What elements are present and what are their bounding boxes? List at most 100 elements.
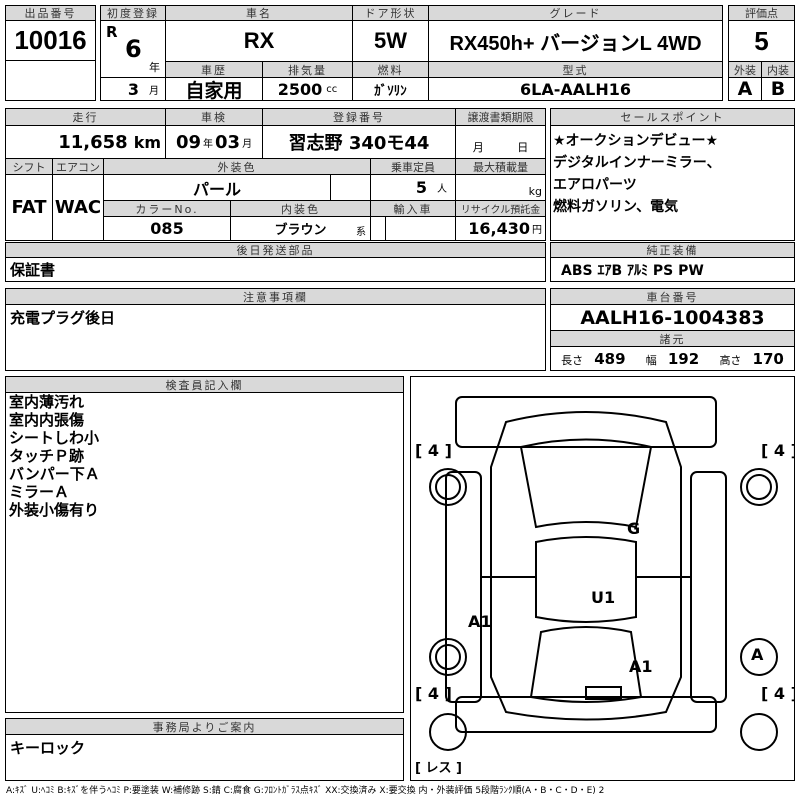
color-no-label: カラーNo. — [103, 200, 231, 217]
legend: A:ｷｽﾞ U:ﾍｺﾐ B:ｷｽﾞを伴うﾍｺﾐ P:要塗装 W:補修跡 S:錆 … — [6, 786, 605, 796]
history-label: 車歴 — [165, 61, 263, 78]
notes-label: 注意事項欄 — [5, 288, 546, 305]
mileage-value: 11,658 — [58, 131, 128, 153]
int-color: ブラウン 系 — [230, 216, 371, 241]
tire-fr: [ 4 ] — [761, 441, 794, 460]
tire-fl: [ 4 ] — [415, 441, 452, 460]
ext-label: 外装 — [728, 61, 762, 78]
width: 192 — [667, 350, 700, 368]
sales-points: ★オークションデビュー★ デジタルインナーミラー、 エアロパーツ 燃料ガソリン、… — [553, 133, 721, 215]
doors-label: ドア形状 — [352, 5, 429, 21]
car-name-label: 車名 — [165, 5, 353, 21]
model: 6LA-AALH16 — [428, 77, 723, 101]
specs-label: 諸元 — [550, 330, 795, 347]
mark-right-rear: A — [751, 645, 764, 664]
import-cell-2 — [385, 216, 456, 241]
capacity-value: 5 — [415, 178, 427, 197]
car-name: RX — [165, 20, 353, 62]
lot-blank — [5, 60, 96, 101]
mileage-label: 走行 — [5, 108, 166, 126]
sales-points-box — [550, 125, 795, 241]
capacity-unit: 人 — [437, 184, 447, 195]
max-load: kg — [455, 174, 546, 201]
plate: 習志野 340モ44 — [262, 125, 456, 159]
width-label: 幅 — [645, 354, 657, 367]
ext-color-blank — [330, 174, 371, 201]
mark-windshield: G — [627, 519, 641, 538]
sales-points-label: セールスポイント — [550, 108, 795, 126]
later-parts: 保証書 — [5, 257, 546, 282]
specs: 長さ 489 幅 192 高さ 170 — [550, 346, 795, 371]
spare-tire: [ レス ] — [415, 761, 462, 776]
recycle-unit: 円 — [532, 225, 542, 236]
first-reg-label: 初度登録 — [100, 5, 166, 21]
transfer: 月日 — [455, 125, 546, 159]
model-label: 型式 — [428, 61, 723, 78]
length-label: 長さ — [561, 354, 584, 367]
inspection-label: 車検 — [165, 108, 263, 126]
chassis: AALH16-1004383 — [550, 304, 795, 331]
max-load-label: 最大積載量 — [455, 158, 546, 175]
recycle-value: 16,430 — [468, 219, 530, 238]
month: 3 — [127, 79, 139, 99]
insp-year-unit: 年 — [203, 138, 213, 150]
import-label: 輸入車 — [370, 200, 456, 217]
displacement-value: 2500 — [277, 79, 323, 99]
ac-label: エアコン — [52, 158, 104, 175]
mark-rear: A1 — [629, 657, 653, 676]
office-note: キーロック — [10, 739, 86, 757]
equipment: ABS ｴｱB ｱﾙﾐ PS PW — [550, 257, 795, 282]
car-outline-icon — [429, 396, 778, 751]
inspector-label: 検査員記入欄 — [5, 376, 404, 393]
tire-rr: [ 4 ] — [761, 684, 794, 703]
mileage-unit: km — [133, 132, 161, 152]
shift: FAT — [5, 174, 53, 241]
shift-label: シフト — [5, 158, 53, 175]
ext-score: A — [728, 77, 762, 101]
year-unit: 年 — [149, 61, 160, 74]
grade: RX450h+ バージョンL 4WD — [428, 20, 723, 62]
equipment-label: 純正装備 — [550, 242, 795, 258]
int-score: B — [761, 77, 795, 101]
year: 6 — [125, 35, 142, 63]
displacement-unit: cc — [326, 83, 338, 95]
chassis-label: 車台番号 — [550, 288, 795, 305]
import-cell-1 — [370, 216, 386, 241]
height-label: 高さ — [719, 354, 742, 367]
first-reg-year: R 6 年 — [100, 20, 166, 78]
lot-number: 10016 — [5, 20, 96, 61]
int-color-value: ブラウン — [274, 223, 327, 238]
car-diagram: [ 4 ] [ 4 ] [ 4 ] [ 4 ] [ レス ] G U1 A1 A… — [410, 376, 795, 781]
insp-month-unit: 月 — [242, 138, 253, 150]
office-label: 事務局よりご案内 — [5, 718, 404, 735]
int-color-label: 内装色 — [230, 200, 371, 217]
grade-label: グレード — [428, 5, 723, 21]
inspector-box — [5, 392, 404, 713]
score-label: 評価点 — [728, 5, 795, 21]
height: 170 — [752, 350, 784, 368]
capacity-label: 乗車定員 — [370, 158, 456, 175]
history: 自家用 — [165, 77, 263, 101]
inspector-notes: 室内薄汚れ 室内内張傷 シートしわ小 タッチＰ跡 バンパー下Ａ ミラーＡ 外装小… — [9, 393, 100, 519]
insp-year: 09 — [175, 131, 201, 153]
notes-box — [5, 304, 546, 371]
transfer-day: 日 — [517, 141, 529, 154]
insp-month: 03 — [215, 131, 241, 153]
office-box — [5, 734, 404, 781]
notes: 充電プラグ後日 — [10, 309, 116, 327]
tire-rl: [ 4 ] — [415, 684, 452, 703]
mark-left-door: A1 — [468, 612, 492, 631]
plate-label: 登録番号 — [262, 108, 456, 126]
lot-label: 出品番号 — [5, 5, 96, 21]
transfer-label: 譲渡書類期限 — [455, 108, 546, 126]
int-color-unit: 系 — [356, 227, 366, 238]
displacement-label: 排気量 — [262, 61, 353, 78]
recycle-label: リサイクル預託金 — [455, 200, 546, 217]
month-unit: 月 — [149, 85, 159, 97]
